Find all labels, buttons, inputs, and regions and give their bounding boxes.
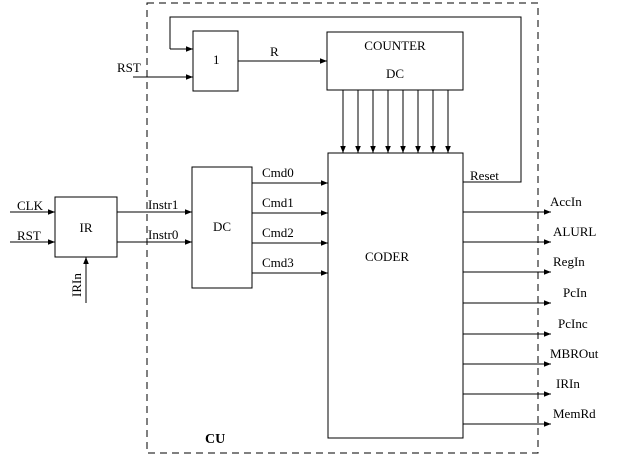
- r-signal-label: R: [270, 44, 279, 59]
- or-gate-block: [192, 30, 239, 92]
- reset-feedback-wire: [169, 16, 522, 183]
- reset-signal-label: Reset: [470, 168, 499, 183]
- rst-gate-label: RST: [117, 60, 141, 75]
- out-mbrout-label: MBROut: [550, 346, 599, 361]
- ir-block: [54, 196, 118, 258]
- ir-label: IR: [80, 220, 93, 235]
- counter-title: COUNTER: [364, 38, 426, 53]
- instr1-label: Instr1: [148, 197, 178, 212]
- cmd3-label: Cmd3: [262, 255, 294, 270]
- out-regin-label: RegIn: [553, 254, 585, 269]
- out-accin-label: AccIn: [550, 194, 582, 209]
- cu-label: CU: [205, 432, 225, 447]
- coder-block: [327, 152, 464, 439]
- out-pcinc-label: PcInc: [558, 316, 588, 331]
- instr0-label: Instr0: [148, 227, 178, 242]
- irin-input-label: IRIn: [69, 273, 84, 297]
- out-pcin-label: PcIn: [563, 285, 587, 300]
- coder-label: CODER: [365, 249, 409, 264]
- counter-block: [326, 31, 464, 91]
- decoder-block: [191, 166, 253, 289]
- rst-ir-label: RST: [17, 228, 41, 243]
- out-irin-label: IRIn: [556, 376, 580, 391]
- out-alurl-label: ALURL: [553, 224, 596, 239]
- cmd0-label: Cmd0: [262, 165, 294, 180]
- output-signals: AccIn ALURL RegIn PcIn PcInc MBROut IRIn…: [463, 194, 599, 427]
- counter-bus: [340, 90, 451, 153]
- clk-label: CLK: [17, 198, 44, 213]
- out-memrd-label: MemRd: [553, 406, 596, 421]
- or-gate-label: 1: [213, 52, 220, 67]
- cmd1-label: Cmd1: [262, 195, 294, 210]
- counter-sub: DC: [386, 66, 404, 81]
- cmd2-label: Cmd2: [262, 225, 294, 240]
- cu-container: [146, 2, 539, 454]
- decoder-label: DC: [213, 219, 231, 234]
